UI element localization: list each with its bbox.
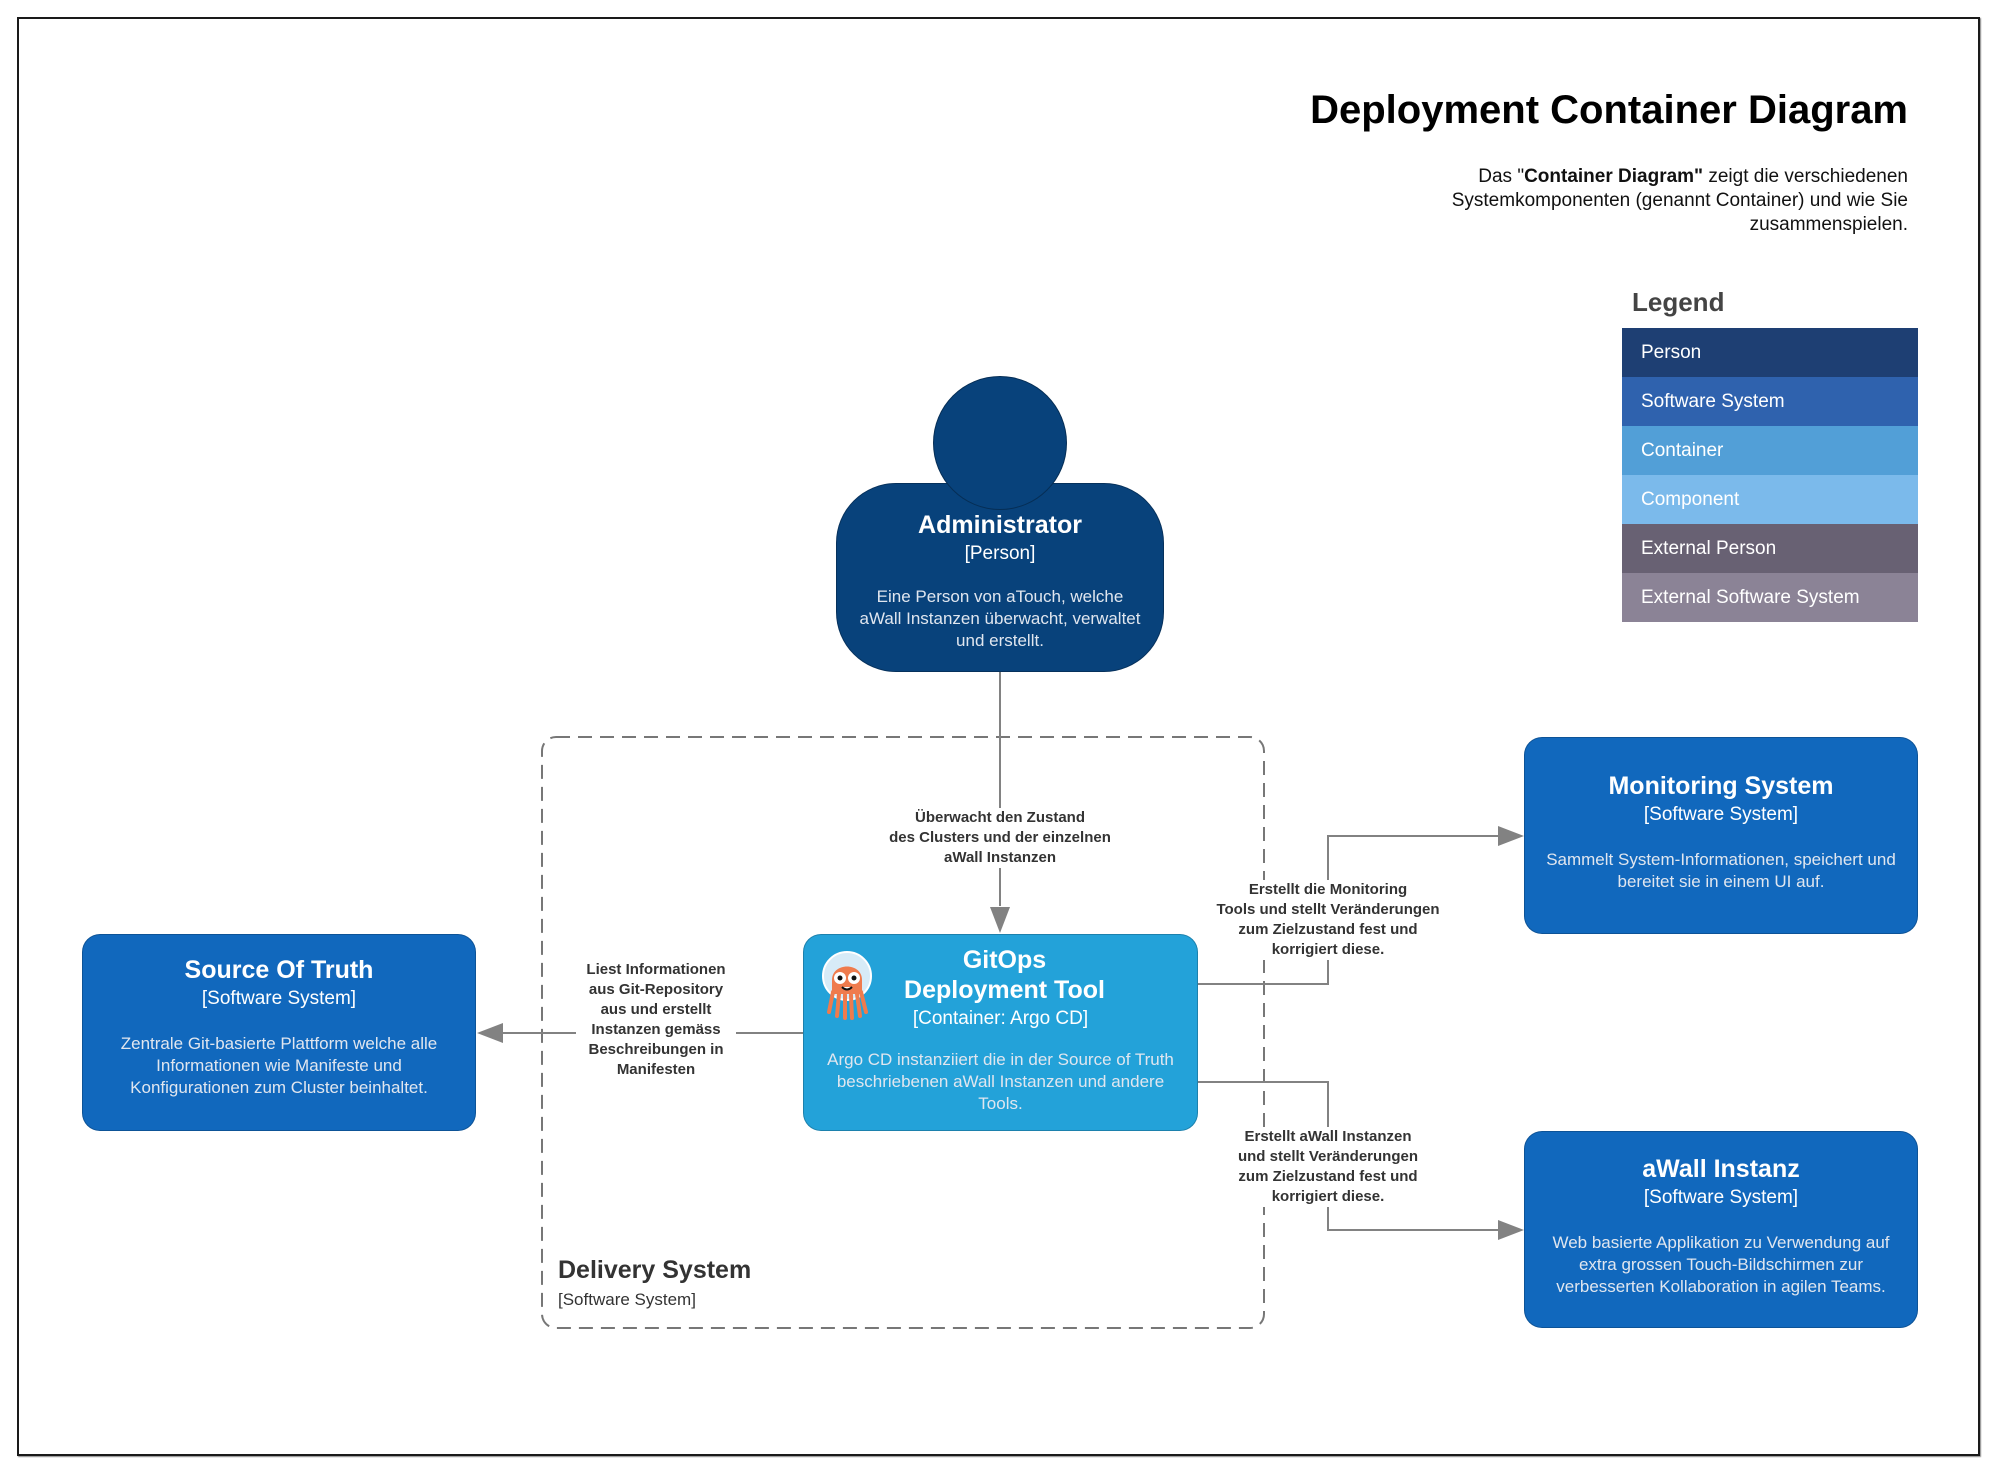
diagram-description: Das "Container Diagram" zeigt die versch…	[1388, 165, 1908, 237]
node-type: [Person]	[964, 543, 1036, 564]
label-line: aWall Instanzen	[944, 849, 1056, 866]
label-line: Erstellt aWall Instanzen	[1244, 1128, 1412, 1145]
label-line: Überwacht den Zustand	[914, 809, 1086, 826]
boundary-name: Delivery System	[558, 1256, 752, 1284]
label-line: und stellt Veränderungen	[1237, 1148, 1419, 1165]
legend-item-person: Person	[1622, 328, 1918, 377]
node-description: Zentrale Git-basierte Plattform welche a…	[120, 1034, 438, 1097]
argo-cd-octopus-icon	[822, 951, 872, 1020]
label-line: aus Git-Repository	[588, 981, 724, 998]
person-head-icon	[933, 376, 1067, 510]
arrowhead-admin-gitops	[990, 907, 1010, 933]
diagram-title: Deployment Container Diagram	[1310, 88, 1908, 132]
relationship-label-gitops-source: Liest Informationen aus Git-Repository a…	[576, 960, 736, 1080]
description-suffix: zeigt die verschiedenen Systemkomponente…	[1451, 166, 1908, 235]
node-description: Sammelt System-Informationen, speichert …	[1546, 850, 1896, 891]
node-source-of-truth[interactable]: Source Of Truth [Software System] Zentra…	[82, 934, 476, 1131]
legend-title: Legend	[1632, 287, 1725, 317]
label-line: zum Zielzustand fest und	[1238, 921, 1418, 938]
node-name: Monitoring System	[1608, 772, 1834, 800]
relationship-label-gitops-monitoring: Erstellt die Monitoring Tools und stellt…	[1203, 880, 1453, 960]
node-type: [Software System]	[1643, 1187, 1799, 1208]
legend-item-component: Component	[1622, 475, 1918, 524]
node-description: Eine Person von aTouch, welche aWall Ins…	[859, 587, 1141, 650]
node-name: aWall Instanz	[1642, 1155, 1800, 1183]
label-line: des Clusters und der einzelnen	[889, 829, 1111, 846]
description-prefix: Das "	[1478, 166, 1525, 187]
label-line: aus und erstellt	[600, 1001, 712, 1018]
arrowhead-gitops-source	[477, 1023, 503, 1043]
label-line: Manifesten	[616, 1061, 696, 1078]
label-line: Erstellt die Monitoring	[1248, 881, 1408, 898]
label-line: korrigiert diese.	[1271, 1188, 1385, 1205]
boundary-type: [Software System]	[558, 1290, 696, 1309]
label-line: Beschreibungen in	[588, 1041, 724, 1058]
legend-item-external-person: External Person	[1622, 524, 1918, 573]
legend-item-software-system: Software System	[1622, 377, 1918, 426]
label-line: Tools und stellt Veränderungen	[1216, 901, 1440, 918]
legend-item-container: Container	[1622, 426, 1918, 475]
description-bold: Container Diagram"	[1524, 166, 1704, 187]
node-administrator[interactable]: Administrator [Person] Eine Person von a…	[836, 483, 1164, 672]
label-line: zum Zielzustand fest und	[1238, 1168, 1418, 1185]
label-line: Instanzen gemäss	[591, 1021, 721, 1038]
label-line: korrigiert diese.	[1271, 941, 1385, 958]
diagram-frame	[17, 17, 1980, 1456]
arrowhead-gitops-monitoring	[1498, 826, 1524, 846]
legend: Person Software System Container Compone…	[1622, 328, 1918, 622]
node-name: Administrator	[918, 511, 1082, 539]
relationship-label-admin-gitops: Überwacht den Zustand des Clusters und d…	[870, 808, 1130, 868]
node-name-line1: GitOps	[962, 946, 1047, 974]
node-type: [Container: Argo CD]	[912, 1008, 1089, 1029]
label-line: Liest Informationen	[586, 961, 726, 978]
node-awall-instanz[interactable]: aWall Instanz [Software System] Web basi…	[1524, 1131, 1918, 1328]
node-type: [Software System]	[1643, 804, 1799, 825]
arrowhead-gitops-awall	[1498, 1220, 1524, 1240]
node-type: [Software System]	[201, 988, 357, 1009]
node-name-line2: Deployment Tool	[904, 976, 1105, 1004]
node-description: Web basierte Applikation zu Verwendung a…	[1552, 1233, 1890, 1296]
node-name: Source Of Truth	[184, 956, 374, 984]
node-monitoring-system[interactable]: Monitoring System [Software System] Samm…	[1524, 737, 1918, 934]
relationship-label-gitops-awall: Erstellt aWall Instanzen und stellt Verä…	[1208, 1127, 1448, 1207]
node-description: Argo CD instanziiert die in der Source o…	[827, 1050, 1174, 1113]
legend-item-external-software-system: External Software System	[1622, 573, 1918, 622]
